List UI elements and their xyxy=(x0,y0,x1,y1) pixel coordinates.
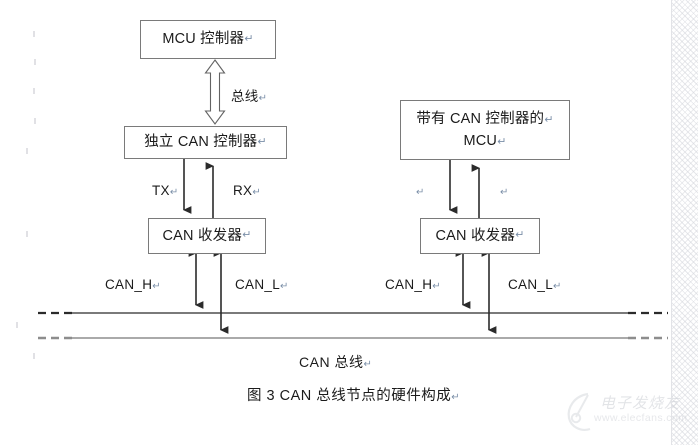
cr-mark: ↵ xyxy=(169,187,179,198)
hollow-bus-arrow xyxy=(204,59,226,125)
right-mcu-line1-text: 带有 CAN 控制器的 xyxy=(416,110,545,127)
cr-mark: ↵ xyxy=(451,392,461,403)
right-mcu-line2-text: MCU xyxy=(463,133,498,149)
cr-mark: ↵ xyxy=(500,187,509,198)
right-mcu-line1: 带有 CAN 控制器的↵ xyxy=(416,108,553,130)
figure-caption: 图 3 CAN 总线节点的硬件构成↵ xyxy=(247,384,460,405)
cr-mark: ↵ xyxy=(497,136,507,148)
left-rx-label-text: RX xyxy=(233,183,253,198)
page-edge-texture xyxy=(672,0,698,445)
right-can-l-label-text: CAN_L xyxy=(508,277,554,292)
right-can-transceiver-box: CAN 收发器↵ xyxy=(420,218,540,254)
right-can-transceiver-label: CAN 收发器 xyxy=(435,227,516,244)
watermark: 电子发烧友 www.elecfans.com xyxy=(566,390,694,440)
right-can-h-label-text: CAN_H xyxy=(385,277,433,292)
cr-mark: ↵ xyxy=(252,187,262,198)
scan-speck xyxy=(34,118,36,124)
cr-mark: ↵ xyxy=(515,229,525,242)
cr-mark: ↵ xyxy=(432,281,441,292)
right-tx-label: ↵ xyxy=(416,183,425,198)
left-rx-label: RX↵ xyxy=(233,183,261,198)
can-bus-label: CAN 总线↵ xyxy=(299,352,372,372)
right-mcu-with-can-controller-box: 带有 CAN 控制器的↵ MCU↵ xyxy=(400,100,570,160)
page-edge-line xyxy=(671,0,672,445)
scan-speck xyxy=(33,353,35,359)
cr-mark: ↵ xyxy=(242,229,252,242)
bus-arrow-label-text: 总线 xyxy=(231,89,259,104)
scan-speck xyxy=(16,322,18,328)
cr-mark: ↵ xyxy=(258,93,268,104)
cr-mark: ↵ xyxy=(416,187,425,198)
right-can-h-label: CAN_H↵ xyxy=(385,277,441,292)
left-tx-label: TX↵ xyxy=(152,183,179,198)
watermark-brand: 电子发烧友 xyxy=(600,395,681,412)
cr-mark: ↵ xyxy=(363,359,373,370)
left-mcu-controller-label: MCU 控制器 xyxy=(162,31,245,48)
right-rx-label: ↵ xyxy=(500,183,509,198)
right-can-l-label: CAN_L↵ xyxy=(508,277,562,292)
left-can-h-label: CAN_H↵ xyxy=(105,277,161,292)
right-mcu-line2: MCU↵ xyxy=(463,130,506,152)
standalone-can-controller-box: 独立 CAN 控制器↵ xyxy=(124,126,287,159)
can-bus-label-text: CAN 总线 xyxy=(299,354,364,370)
scan-speck xyxy=(26,231,28,237)
figure-caption-text: 图 3 CAN 总线节点的硬件构成 xyxy=(247,388,452,404)
cr-mark: ↵ xyxy=(244,32,254,45)
bus-arrow-label: 总线↵ xyxy=(231,85,267,105)
cr-mark: ↵ xyxy=(553,281,562,292)
left-can-transceiver-label: CAN 收发器 xyxy=(162,227,243,244)
left-can-l-label-text: CAN_L xyxy=(235,277,281,292)
scan-speck xyxy=(26,148,28,154)
cr-mark: ↵ xyxy=(257,135,267,148)
scan-speck xyxy=(34,59,36,65)
cr-mark: ↵ xyxy=(544,113,554,126)
left-can-transceiver-box: CAN 收发器↵ xyxy=(148,218,266,254)
watermark-logo-icon xyxy=(567,392,591,431)
cr-mark: ↵ xyxy=(152,281,161,292)
cr-mark: ↵ xyxy=(280,281,289,292)
standalone-can-controller-label: 独立 CAN 控制器 xyxy=(144,134,258,151)
left-can-h-label-text: CAN_H xyxy=(105,277,153,292)
watermark-url: www.elecfans.com xyxy=(594,412,688,424)
left-can-l-label: CAN_L↵ xyxy=(235,277,289,292)
scan-speck xyxy=(33,88,35,94)
left-tx-label-text: TX xyxy=(152,183,170,198)
left-mcu-controller-box: MCU 控制器↵ xyxy=(140,20,276,59)
scan-speck xyxy=(33,31,35,37)
